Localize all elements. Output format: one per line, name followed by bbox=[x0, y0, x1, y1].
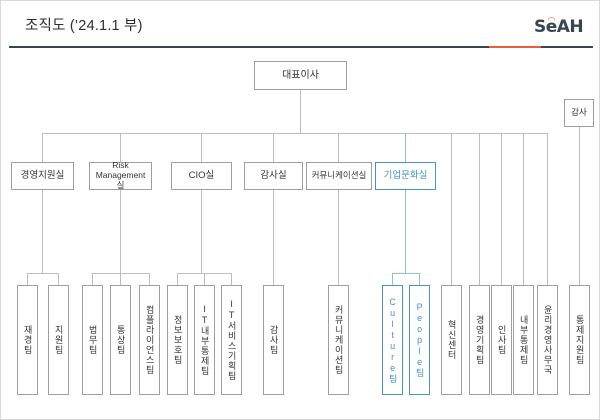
node-team-label: 재경팀 bbox=[22, 325, 33, 355]
connector-division-3-child-3 bbox=[231, 273, 232, 285]
node-team-label: 감사팀 bbox=[268, 325, 279, 355]
connector-division-6-child-1 bbox=[392, 273, 393, 285]
node-auditor[interactable]: 감사 bbox=[564, 99, 594, 127]
node-division-label: 경영지원실 bbox=[20, 169, 65, 181]
node-team-hr[interactable]: 인사팀 bbox=[491, 285, 512, 395]
connector-bus-to-division-3 bbox=[201, 133, 202, 162]
node-team-communication[interactable]: 커뮤니케이션팀 bbox=[328, 285, 349, 395]
node-team-label: 경영기획팀 bbox=[474, 315, 485, 365]
node-team-it-service-planning[interactable]: IT서비스기획팀 bbox=[221, 285, 242, 395]
connector-division-2-child-2 bbox=[120, 273, 121, 285]
logo-accent-mark: ◠ bbox=[548, 15, 555, 25]
connector-division-5-stem bbox=[338, 190, 339, 285]
connector-division-2-child-1 bbox=[92, 273, 93, 285]
seah-logo: SeAH ◠ bbox=[534, 15, 592, 39]
node-team-label: 법무팀 bbox=[87, 325, 98, 355]
node-team-label: IT내부통제팀 bbox=[199, 304, 210, 376]
header-divider-accent bbox=[489, 46, 541, 48]
connector-division-3-stem bbox=[201, 190, 202, 273]
node-team-label: 커뮤니케이션팀 bbox=[333, 305, 344, 375]
node-division-label: 커뮤니케이션실 bbox=[311, 170, 367, 181]
node-team-information-security[interactable]: 정보보호팀 bbox=[167, 285, 188, 395]
node-team-label: 혁신센터 bbox=[446, 320, 457, 360]
connector-division-6-stem bbox=[405, 190, 406, 273]
node-division-label: Risk Management실 bbox=[95, 160, 146, 190]
connector-division-1-bracket bbox=[27, 273, 58, 274]
node-team-label: 정보보호팀 bbox=[172, 315, 183, 365]
node-team-label: People팀 bbox=[414, 302, 425, 378]
node-team-internal-control[interactable]: 내부통제팀 bbox=[513, 285, 534, 395]
connector-bus-to-division-4 bbox=[273, 133, 274, 162]
connector-division-1-stem bbox=[42, 190, 43, 273]
connector-division-3-child-1 bbox=[177, 273, 178, 285]
connector-bus-to-team-16 bbox=[523, 133, 524, 285]
connector-division-6-child-2 bbox=[419, 273, 420, 285]
node-team-label: 통상팀 bbox=[115, 325, 126, 355]
node-division-communication[interactable]: 커뮤니케이션실 bbox=[306, 162, 372, 190]
node-ceo-label: 대표이사 bbox=[282, 69, 319, 81]
node-team-legal[interactable]: 법무팀 bbox=[82, 285, 103, 395]
connector-bus-to-team-17 bbox=[547, 133, 548, 285]
connector-ceo-stem bbox=[300, 90, 301, 133]
connector-division-6-bracket bbox=[392, 273, 419, 274]
connector-bus-to-division-1 bbox=[42, 133, 43, 162]
node-team-label: 지원팀 bbox=[53, 325, 64, 355]
logo-wordmark: SeAH bbox=[534, 17, 584, 37]
node-division-label: 기업문화실 bbox=[383, 169, 428, 181]
node-team-label: 컴플라이언스팀 bbox=[144, 305, 155, 375]
header-divider bbox=[9, 46, 593, 48]
connector-division-2-child-3 bbox=[149, 273, 150, 285]
node-team-support[interactable]: 지원팀 bbox=[48, 285, 69, 395]
node-team-trade[interactable]: 통상팀 bbox=[110, 285, 131, 395]
node-division-audit[interactable]: 감사실 bbox=[244, 162, 303, 190]
connector-bus-to-team-14 bbox=[479, 133, 480, 285]
node-team-label: 내부통제팀 bbox=[518, 315, 529, 365]
node-division-risk-management[interactable]: Risk Management실 bbox=[89, 160, 152, 190]
node-auditor-label: 감사 bbox=[571, 107, 587, 118]
node-team-innovation-center[interactable]: 혁신센터 bbox=[441, 285, 462, 395]
node-team-label: 인사팀 bbox=[496, 325, 507, 355]
connector-division-1-child-2 bbox=[58, 273, 59, 285]
node-team-label: Culture팀 bbox=[387, 296, 398, 384]
node-team-label: 통제지원팀 bbox=[574, 315, 585, 365]
node-team-label: 윤리경영사무국 bbox=[542, 305, 553, 375]
node-ceo[interactable]: 대표이사 bbox=[254, 61, 347, 90]
connector-auditor-stem bbox=[579, 127, 580, 285]
connector-bus-to-division-6 bbox=[405, 133, 406, 162]
node-team-culture[interactable]: Culture팀 bbox=[382, 285, 403, 395]
connector-division-3-child-2 bbox=[204, 273, 205, 285]
connector-bus-to-division-2 bbox=[120, 133, 121, 162]
connector-bus-to-team-15 bbox=[501, 133, 502, 285]
node-team-management-planning[interactable]: 경영기획팀 bbox=[469, 285, 490, 395]
node-team-label: IT서비스기획팀 bbox=[226, 299, 237, 381]
connector-division-2-stem bbox=[120, 190, 121, 273]
node-team-people[interactable]: People팀 bbox=[409, 285, 430, 395]
node-team-it-internal-control[interactable]: IT내부통제팀 bbox=[194, 285, 215, 395]
connector-division-4-stem bbox=[273, 190, 274, 285]
node-division-label: CIO실 bbox=[188, 169, 215, 181]
node-team-control-support[interactable]: 통제지원팀 bbox=[569, 285, 590, 395]
node-team-compliance[interactable]: 컴플라이언스팀 bbox=[139, 285, 160, 395]
page-title: 조직도 (’24.1.1 부) bbox=[25, 18, 143, 34]
connector-bus-to-team-13 bbox=[451, 133, 452, 285]
node-team-finance[interactable]: 재경팀 bbox=[17, 285, 38, 395]
node-division-management-support[interactable]: 경영지원실 bbox=[11, 162, 74, 190]
node-team-audit[interactable]: 감사팀 bbox=[263, 285, 284, 395]
connector-division-1-child-1 bbox=[27, 273, 28, 285]
node-division-cio[interactable]: CIO실 bbox=[171, 162, 232, 190]
connector-main-bus bbox=[42, 133, 547, 134]
node-division-corporate-culture[interactable]: 기업문화실 bbox=[375, 162, 436, 190]
node-division-label: 감사실 bbox=[260, 169, 287, 181]
node-team-ethics-management-office[interactable]: 윤리경영사무국 bbox=[537, 285, 558, 395]
connector-bus-to-division-5 bbox=[338, 133, 339, 162]
